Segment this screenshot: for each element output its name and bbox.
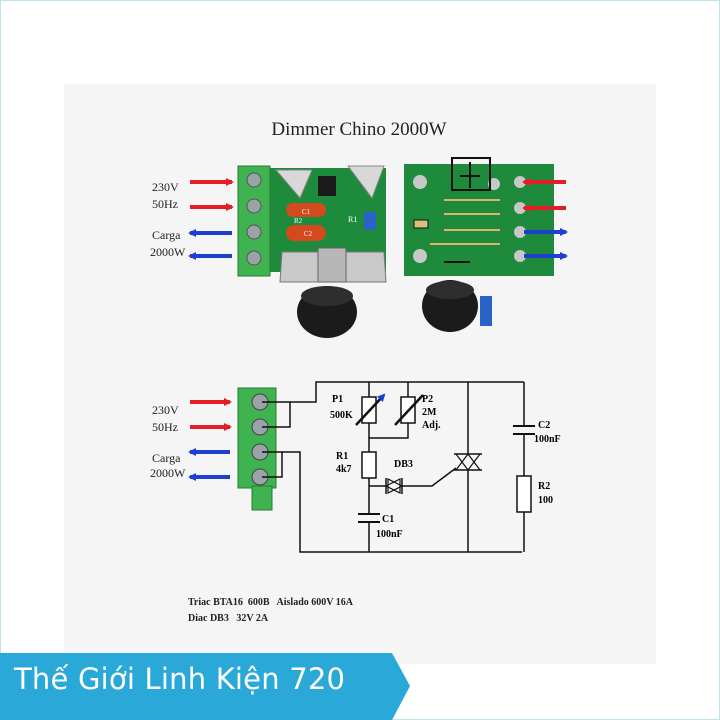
c2-name: C2 [538,420,550,431]
bottom-labels: 230V 50Hz Carga 2000W [150,403,186,480]
wire-diac-to-gate [402,467,457,487]
r1-value: 4k7 [336,464,352,475]
screw-4 [246,250,262,266]
p2-name: P2 [422,394,433,405]
silk-triac-symbol [460,162,480,188]
sch-power-label: 2000W [150,466,186,480]
diac-db3 [384,478,404,494]
shop-name: Thế Giới Linh Kiện 720 [14,662,346,696]
knob-back-top [426,281,474,299]
shop-banner [0,653,410,720]
knob-front-top [301,286,353,306]
board-c1-label: C1 [302,208,311,216]
c2-value: 100nF [534,434,561,445]
diac-triangle-2 [387,478,404,494]
p1-value: 500K [330,410,353,421]
pcb-traces [430,199,500,245]
triac-triangle-1 [455,453,481,471]
sch-frequency-label: 50Hz [152,420,178,434]
wire-output-bridge [262,451,283,478]
triac-symbol [454,453,482,471]
solder-pad-7 [514,250,526,262]
triac-package [318,176,336,196]
resistor-r2 [516,475,532,513]
r2-name: R2 [538,481,550,492]
schematic-wires [262,381,525,553]
solder-pad-2 [413,249,427,263]
board-back-photo [404,157,554,332]
silk-triac-outline [451,157,491,191]
potentiometer-p2 [394,394,424,426]
top-frequency-label: 50Hz [152,197,178,211]
solder-pad-1 [413,175,427,189]
schematic-terminal-block [237,387,277,511]
wire-top-rail [290,381,524,403]
top-right-arrows [522,178,568,260]
top-power-label: 2000W [150,245,186,259]
silk-resistor [413,219,429,229]
trimmer-pot [364,212,376,230]
screw-2 [246,198,262,214]
board-r2-label: R2 [294,217,303,225]
screw-1 [246,172,262,188]
board-c2-label: C2 [304,230,313,238]
c1-value: 100nF [376,529,403,540]
pot-body [317,247,347,283]
board-r1-label: R1 [348,215,357,224]
p1-adjust-arrow [355,393,386,426]
r2-value: 100 [538,495,553,506]
r1-name: R1 [336,451,348,462]
diagram-title: Dimmer Chino 2000W [271,119,446,140]
triac-note: Triac BTA16 600B Aislado 600V 16A [188,597,354,608]
schematic-arrows [188,398,232,481]
solder-pad-6 [514,226,526,238]
resistor-r1 [361,451,377,479]
board-front-photo: C1 C2 R2 R1 [237,165,387,338]
top-labels: 230V 50Hz Carga 2000W [150,180,186,259]
diac-triangle-1 [384,478,401,494]
screw-3 [246,224,262,240]
p2-adjust-arrow [394,394,424,426]
c1-name: C1 [382,514,394,525]
diac-note: Diac DB3 32V 2A [188,613,269,624]
p2-note: Adj. [422,420,441,431]
db3-name: DB3 [394,459,413,470]
wire-pots-top [368,382,409,397]
banner-shape [0,653,410,720]
top-load-label: Carga [152,228,181,242]
heatsink-2 [347,165,385,200]
knob-back-stripe [480,296,492,326]
wire-input-bridge [262,401,291,428]
heatsink-1 [274,169,313,199]
p1-name: P1 [332,394,343,405]
capacitor-c1 [286,203,326,217]
capacitor-c2 [286,225,326,241]
sch-voltage-label: 230V [152,403,179,417]
top-left-arrows [188,178,234,260]
triac-triangle-2 [455,453,481,471]
wire-bottom-rail [282,451,522,553]
p2-value: 2M [422,407,437,418]
terminal-tail [251,485,273,511]
sch-load-label: Carga [152,451,181,465]
top-voltage-label: 230V [152,180,179,194]
capacitor-c2-symbol [513,425,535,435]
potentiometer-p1 [355,393,386,426]
capacitor-c1-symbol [358,513,380,523]
wire-pots-bottom [368,423,409,439]
